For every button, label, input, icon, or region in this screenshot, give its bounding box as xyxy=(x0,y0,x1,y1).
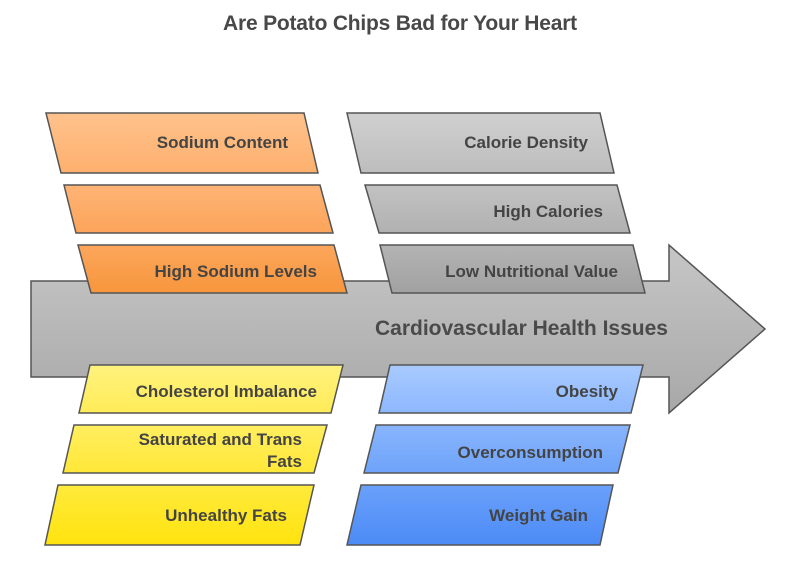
calories-box-3 xyxy=(379,244,646,294)
fats-box-3 xyxy=(44,484,315,546)
sodium-label-1: Sodium Content xyxy=(156,133,288,152)
calories-label-1: Calorie Density xyxy=(464,133,588,152)
weight-label-3: Weight Gain xyxy=(489,506,588,525)
weight-label-1: Obesity xyxy=(555,382,618,401)
calories-box-1 xyxy=(346,112,615,174)
weight-label-2: Overconsumption xyxy=(457,443,603,462)
weight-box-3 xyxy=(346,484,614,546)
fats-box-1 xyxy=(78,364,344,414)
calories-label-2: High Calories xyxy=(493,202,603,221)
weight-box-2 xyxy=(363,424,631,474)
weight-box-1 xyxy=(378,364,644,414)
sodium-label-3: High Sodium Levels xyxy=(154,262,317,281)
spine-label: Cardiovascular Health Issues xyxy=(375,317,668,340)
fats-box-2 xyxy=(62,424,328,474)
sodium-box-1 xyxy=(45,112,319,174)
fats-label-1: Cholesterol Imbalance xyxy=(135,382,317,401)
diagram-title: Are Potato Chips Bad for Your Heart xyxy=(223,12,577,35)
calories-box-2 xyxy=(364,184,631,234)
fats-label-2: Saturated and Trans Fats xyxy=(138,430,302,471)
calories-label-3: Low Nutritional Value xyxy=(445,262,618,281)
sodium-box-3 xyxy=(77,244,348,294)
sodium-box-2 xyxy=(63,184,334,234)
fats-label-3: Unhealthy Fats xyxy=(165,506,287,525)
